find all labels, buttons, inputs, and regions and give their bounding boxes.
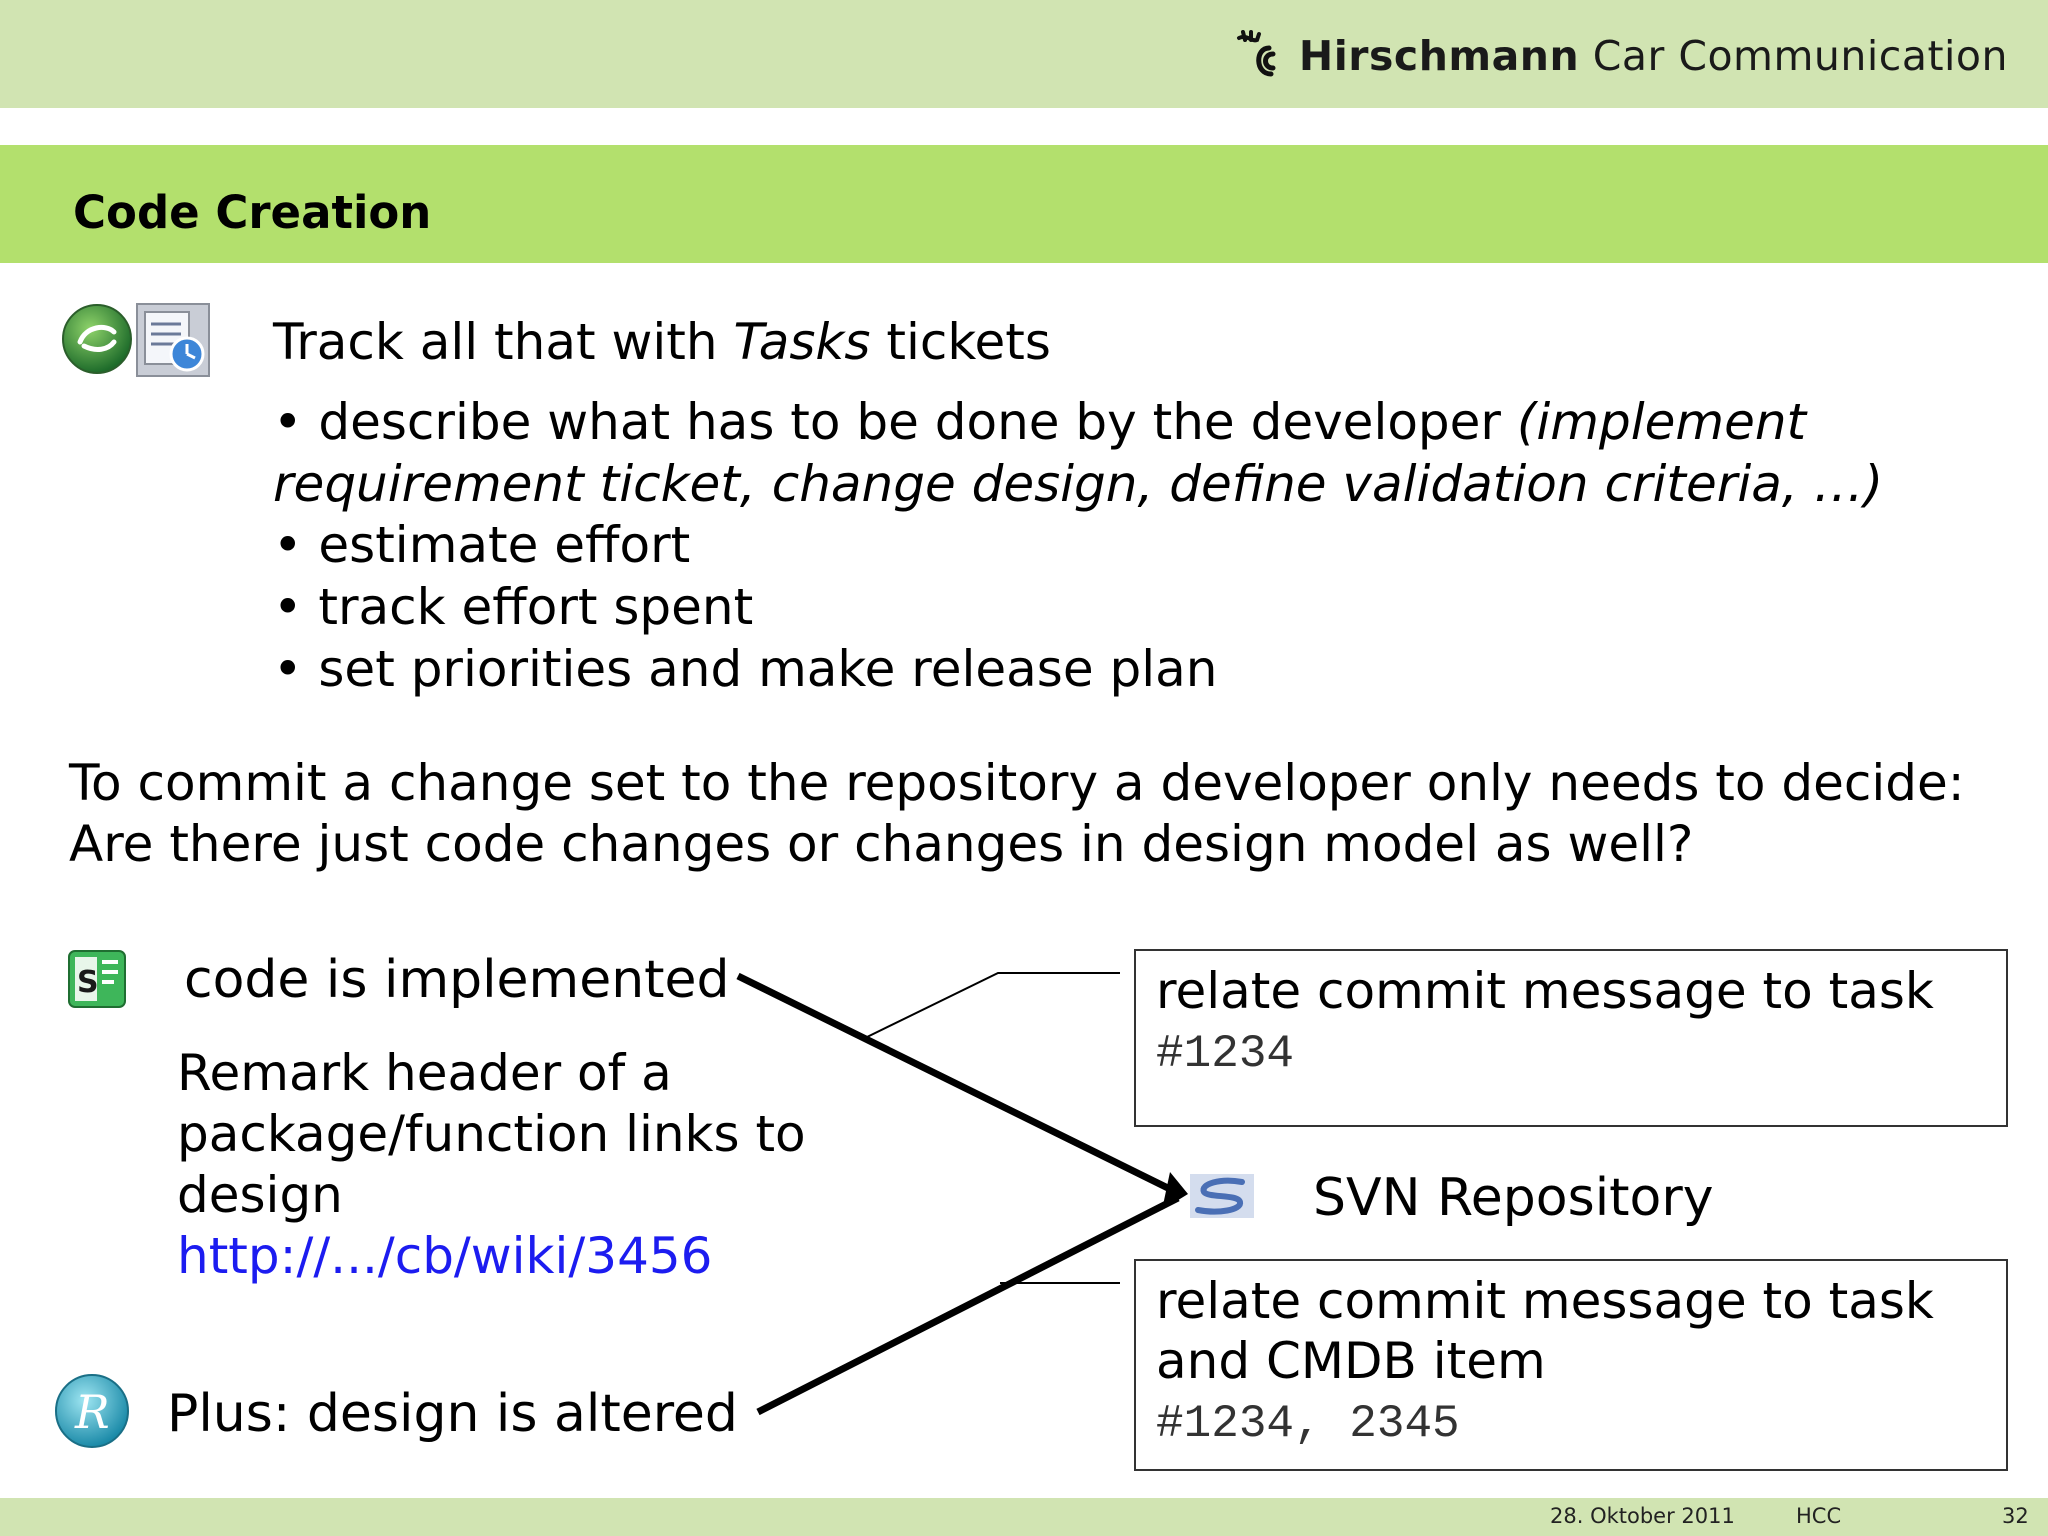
box2-text-1: relate commit message to task [1156, 1272, 1934, 1330]
bullet-estimate: • estimate effort [273, 516, 691, 574]
tasks-list-icon-wrap [135, 302, 211, 378]
footer-date: 28. Oktober 2011 [1550, 1504, 1735, 1528]
hirschmann-logo-icon [1236, 30, 1276, 77]
remark-line-2: package/function links to [177, 1105, 806, 1163]
svn-icon-wrap [1190, 1174, 1254, 1218]
source-code-icon: S [68, 950, 126, 1008]
commit-code-box: relate commit message to task #1234 [1134, 949, 2008, 1127]
code-arrow [736, 972, 1180, 1197]
box2-task-ref: #1234, 2345 [1156, 1398, 1460, 1450]
svn-repository-icon [1190, 1174, 1254, 1218]
footer-org: HCC [1796, 1504, 1842, 1528]
remark-line-3: design [177, 1166, 343, 1224]
bullet-describe: • describe what has to be done by the de… [273, 393, 1807, 451]
box1-task-ref: #1234 [1156, 1028, 1295, 1080]
rhapsody-icon: R [55, 1374, 129, 1448]
code-implemented-label: code is implemented [184, 950, 730, 1010]
tasks-heading: Track all that with Tasks tickets [273, 313, 1051, 371]
remark-line-1: Remark header of a [177, 1044, 672, 1102]
box1-callout-line [864, 972, 1120, 1039]
svg-text:R: R [74, 1385, 110, 1439]
bullet-track: • track effort spent [273, 578, 754, 636]
page-number: 32 [2002, 1504, 2029, 1528]
commit-line-1: To commit a change set to the repository… [69, 754, 1965, 812]
wiki-link[interactable]: http://.../cb/wiki/3456 [177, 1227, 713, 1285]
code-editor-icon-wrap: S [66, 948, 128, 1010]
slide-title: Code Creation [73, 186, 432, 239]
bullet-describe-continued: requirement ticket, change design, defin… [273, 455, 1884, 513]
company-logo: Hirschmann Car Communication [1233, 26, 2008, 86]
arrow-head [1162, 1172, 1188, 1210]
box1-text: relate commit message to task [1156, 962, 1934, 1020]
tasks-app-icon [60, 302, 134, 376]
title-bar [0, 145, 2048, 263]
header-bar [0, 0, 2048, 108]
box2-text-2: and CMDB item [1156, 1332, 1546, 1390]
commit-design-box: relate commit message to task and CMDB i… [1134, 1259, 2008, 1471]
design-arrow [756, 1194, 1180, 1416]
brand-name: Hirschmann Car Communication [1298, 32, 2008, 80]
design-tool-icon-wrap: R [53, 1372, 131, 1450]
commit-line-2: Are there just code changes or changes i… [69, 815, 1694, 873]
footer-bar [0, 1498, 2048, 1536]
bullet-priorities: • set priorities and make release plan [273, 640, 1218, 698]
svg-text:S: S [77, 965, 99, 1000]
codebeamer-icon [62, 304, 132, 374]
task-list-icon [136, 303, 210, 377]
design-altered-label: Plus: design is altered [167, 1384, 738, 1444]
svn-repository-label: SVN Repository [1313, 1168, 1714, 1228]
